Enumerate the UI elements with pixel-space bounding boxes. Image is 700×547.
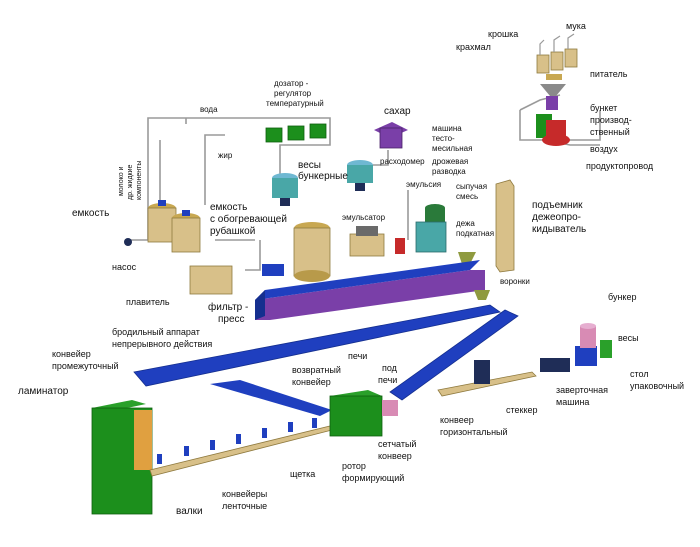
flour-feeder-group bbox=[536, 33, 578, 146]
label-vozduh: воздух bbox=[590, 144, 618, 154]
intermediate-conveyor bbox=[133, 304, 501, 416]
label-podemnik-1: подъемник bbox=[532, 200, 583, 211]
label-shchetka: щетка bbox=[290, 469, 316, 479]
label-konveiery-lent-2: ленточные bbox=[222, 501, 268, 511]
label-brodilny-1: бродильный аппарат bbox=[112, 327, 200, 337]
label-dozator-2: регулятор bbox=[274, 89, 312, 98]
label-emkost-obogr-3: рубашкой bbox=[210, 226, 256, 237]
label-brodilny-2: непрерывного действия bbox=[112, 339, 213, 349]
proofer bbox=[255, 260, 485, 320]
label-mashina-1: машина bbox=[432, 124, 462, 133]
horizontal-conveyor bbox=[437, 346, 597, 397]
label-vozvratny-1: возвратный bbox=[292, 365, 341, 375]
label-zavertochnaya-2: машина bbox=[556, 397, 590, 407]
emulsifier bbox=[349, 226, 405, 257]
label-rashodomer: расходомер bbox=[380, 157, 425, 166]
dough-mixer bbox=[415, 204, 476, 264]
label-mashina-2: тесто- bbox=[432, 134, 455, 143]
label-bunker-prod-1: бункет bbox=[590, 103, 618, 113]
bunker-scales bbox=[580, 323, 612, 358]
label-mashina-3: месильная bbox=[432, 144, 473, 153]
label-rotor-2: формирующий bbox=[342, 473, 405, 483]
pipe-network bbox=[128, 94, 601, 271]
label-sahar: сахар bbox=[384, 106, 411, 117]
label-sypuchaya-2: смесь bbox=[456, 192, 479, 201]
weigh-hopper-1 bbox=[272, 173, 298, 206]
label-bunker-prod-2: производ- bbox=[590, 115, 632, 125]
label-emkost-obogr-2: с обогревающей bbox=[210, 214, 287, 225]
label-setchaty-2: конвеер bbox=[378, 451, 412, 461]
label-pod-pechi-1: под bbox=[382, 363, 397, 373]
label-voronki: воронки bbox=[500, 277, 530, 286]
label-stol-2: упаковочный bbox=[630, 381, 685, 391]
label-pitatel: питатель bbox=[590, 69, 628, 79]
label-konveiery-lent-1: конвейеры bbox=[222, 489, 268, 499]
label-krahmal: крахмал bbox=[456, 42, 491, 52]
label-podemnik-2: дежеопро- bbox=[532, 212, 581, 223]
belt-conveyor bbox=[149, 418, 333, 477]
inclined-conveyor bbox=[389, 309, 519, 401]
label-moloko-1: молоко и bbox=[118, 166, 125, 197]
label-nasos: насос bbox=[112, 262, 137, 272]
label-konveier-gor-1: конвеер bbox=[440, 415, 474, 425]
label-dozator-3: температурный bbox=[266, 99, 324, 108]
label-konveier-prom-2: промежуточный bbox=[52, 361, 119, 371]
label-moloko-2: др. жидкие bbox=[127, 164, 134, 200]
label-setchaty-1: сетчатый bbox=[378, 439, 417, 449]
label-konveier-prom-1: конвейер bbox=[52, 349, 91, 359]
funnel bbox=[474, 290, 490, 300]
label-dozator-1: дозатор - bbox=[274, 79, 309, 88]
melter bbox=[189, 265, 233, 295]
label-emulgator: эмульсатор bbox=[342, 213, 386, 222]
label-emulsiya: эмульсия bbox=[406, 180, 442, 189]
label-vesy-bunkernye-1: весы bbox=[298, 160, 321, 171]
label-konveier-gor-2: горизонтальный bbox=[440, 427, 508, 437]
laminator bbox=[91, 400, 153, 515]
label-bunker-prod-3: ственный bbox=[590, 127, 630, 137]
dough-lifter bbox=[495, 179, 515, 273]
label-vozvratny-2: конвейер bbox=[292, 377, 331, 387]
label-kroshka: крошка bbox=[488, 29, 519, 39]
label-vesy: весы bbox=[618, 333, 639, 343]
label-moloko-3: компоненты bbox=[136, 160, 143, 200]
label-produktoprovod: продуктопровод bbox=[586, 161, 654, 171]
heated-tank bbox=[262, 222, 331, 282]
label-dezha-2: подкатная bbox=[456, 229, 495, 238]
label-pod-pechi-2: печи bbox=[378, 375, 398, 385]
weigh-hopper-2 bbox=[347, 160, 373, 191]
oven bbox=[329, 390, 398, 437]
label-filtr-1: фильтр - bbox=[208, 302, 249, 313]
label-dezha-1: дежа bbox=[456, 219, 475, 228]
label-pechi: печи bbox=[348, 351, 368, 361]
label-emkost: емкость bbox=[72, 208, 110, 219]
dosing-boxes bbox=[265, 123, 327, 143]
label-laminator: ламинатор bbox=[18, 386, 69, 397]
label-sypuchaya-1: сыпучая bbox=[456, 182, 488, 191]
label-stol-1: стол bbox=[630, 369, 649, 379]
label-valki: валки bbox=[176, 506, 203, 517]
label-filtr-2: пресс bbox=[218, 314, 245, 325]
label-stekker: стеккер bbox=[506, 405, 538, 415]
sugar-hopper bbox=[374, 122, 408, 149]
label-drozhevaya-2: разводка bbox=[432, 167, 466, 176]
label-vesy-bunkernye-2: бункерные bbox=[298, 171, 348, 182]
label-podemnik-3: кидыватель bbox=[532, 224, 587, 235]
label-drozhevaya-1: дрожевая bbox=[432, 157, 469, 166]
label-plavitel: плавитель bbox=[126, 297, 170, 307]
label-voda: вода bbox=[200, 105, 218, 114]
label-zavertochnaya-1: заверточная bbox=[556, 385, 608, 395]
label-bunker: бункер bbox=[608, 292, 637, 302]
label-zhir: жир bbox=[218, 151, 233, 160]
tank-group-left bbox=[124, 200, 201, 253]
label-rotor-1: ротор bbox=[342, 461, 366, 471]
label-muka: мука bbox=[566, 21, 586, 31]
label-emkost-obogr-1: емкость bbox=[210, 202, 248, 213]
